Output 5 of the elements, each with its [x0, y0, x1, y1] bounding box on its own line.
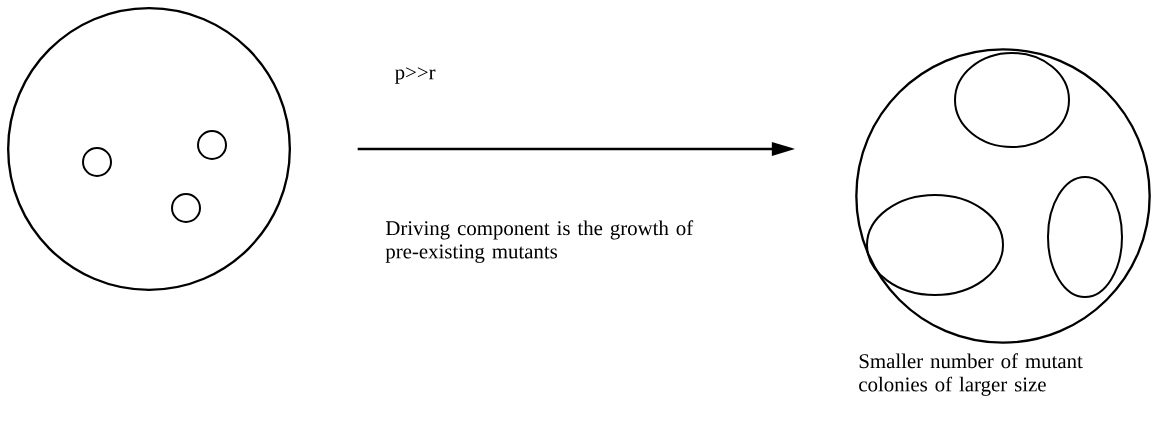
- edge-label: p>>r: [395, 67, 436, 84]
- dish-caption: Smaller number of mutant colonies of larger size: [859, 353, 1083, 396]
- petri-dish: [855, 48, 1151, 344]
- description-text: Driving component is the growth of pre-existing mutants: [385, 220, 694, 263]
- petri-dish: [7, 7, 291, 291]
